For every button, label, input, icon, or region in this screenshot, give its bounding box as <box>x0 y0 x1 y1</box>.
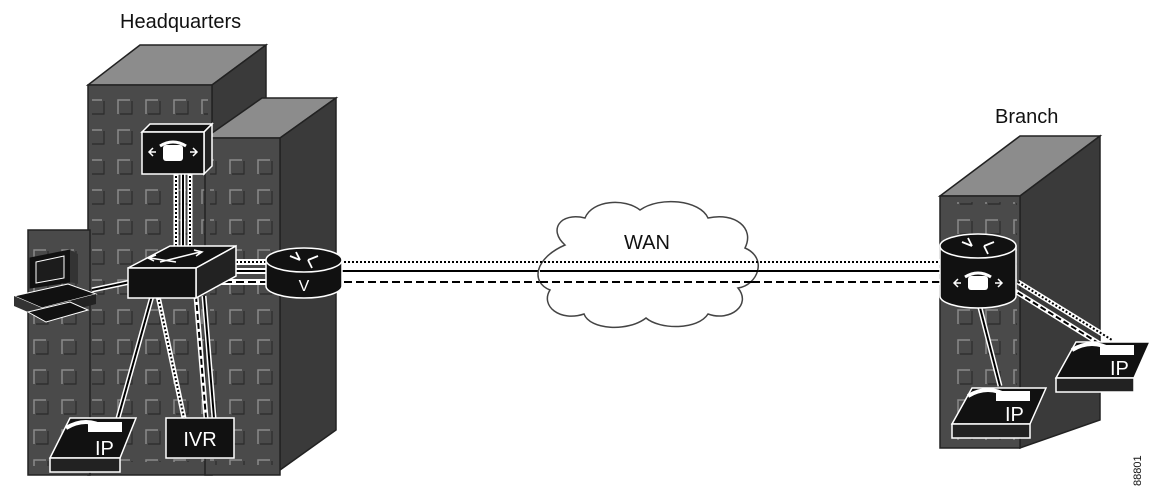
ivr-server-icon: IVR <box>165 417 235 459</box>
branch-router-icon <box>939 233 1017 309</box>
ip-phone-icon: IP <box>950 387 1048 439</box>
figure-id: 88801 <box>1132 455 1144 486</box>
wan-label: WAN <box>624 232 670 254</box>
ivr-label: IVR <box>183 429 216 451</box>
ip-phone-icon: IP <box>48 417 138 473</box>
pc-icon <box>12 249 98 323</box>
branch-ip-phone-label-1: IP <box>1005 404 1024 426</box>
wan-cloud-icon <box>537 200 759 329</box>
ip-phone-icon: IP <box>1054 341 1152 393</box>
router-voice-mark: V <box>299 278 310 295</box>
branch-label: Branch <box>995 106 1058 128</box>
lan-switch-icon <box>127 244 237 300</box>
call-manager-icon <box>140 122 214 176</box>
headquarters-label: Headquarters <box>120 11 241 33</box>
branch-ip-phone-label-2: IP <box>1110 358 1129 380</box>
hq-ip-phone-label: IP <box>95 438 114 460</box>
voice-router-icon: V <box>265 247 343 299</box>
